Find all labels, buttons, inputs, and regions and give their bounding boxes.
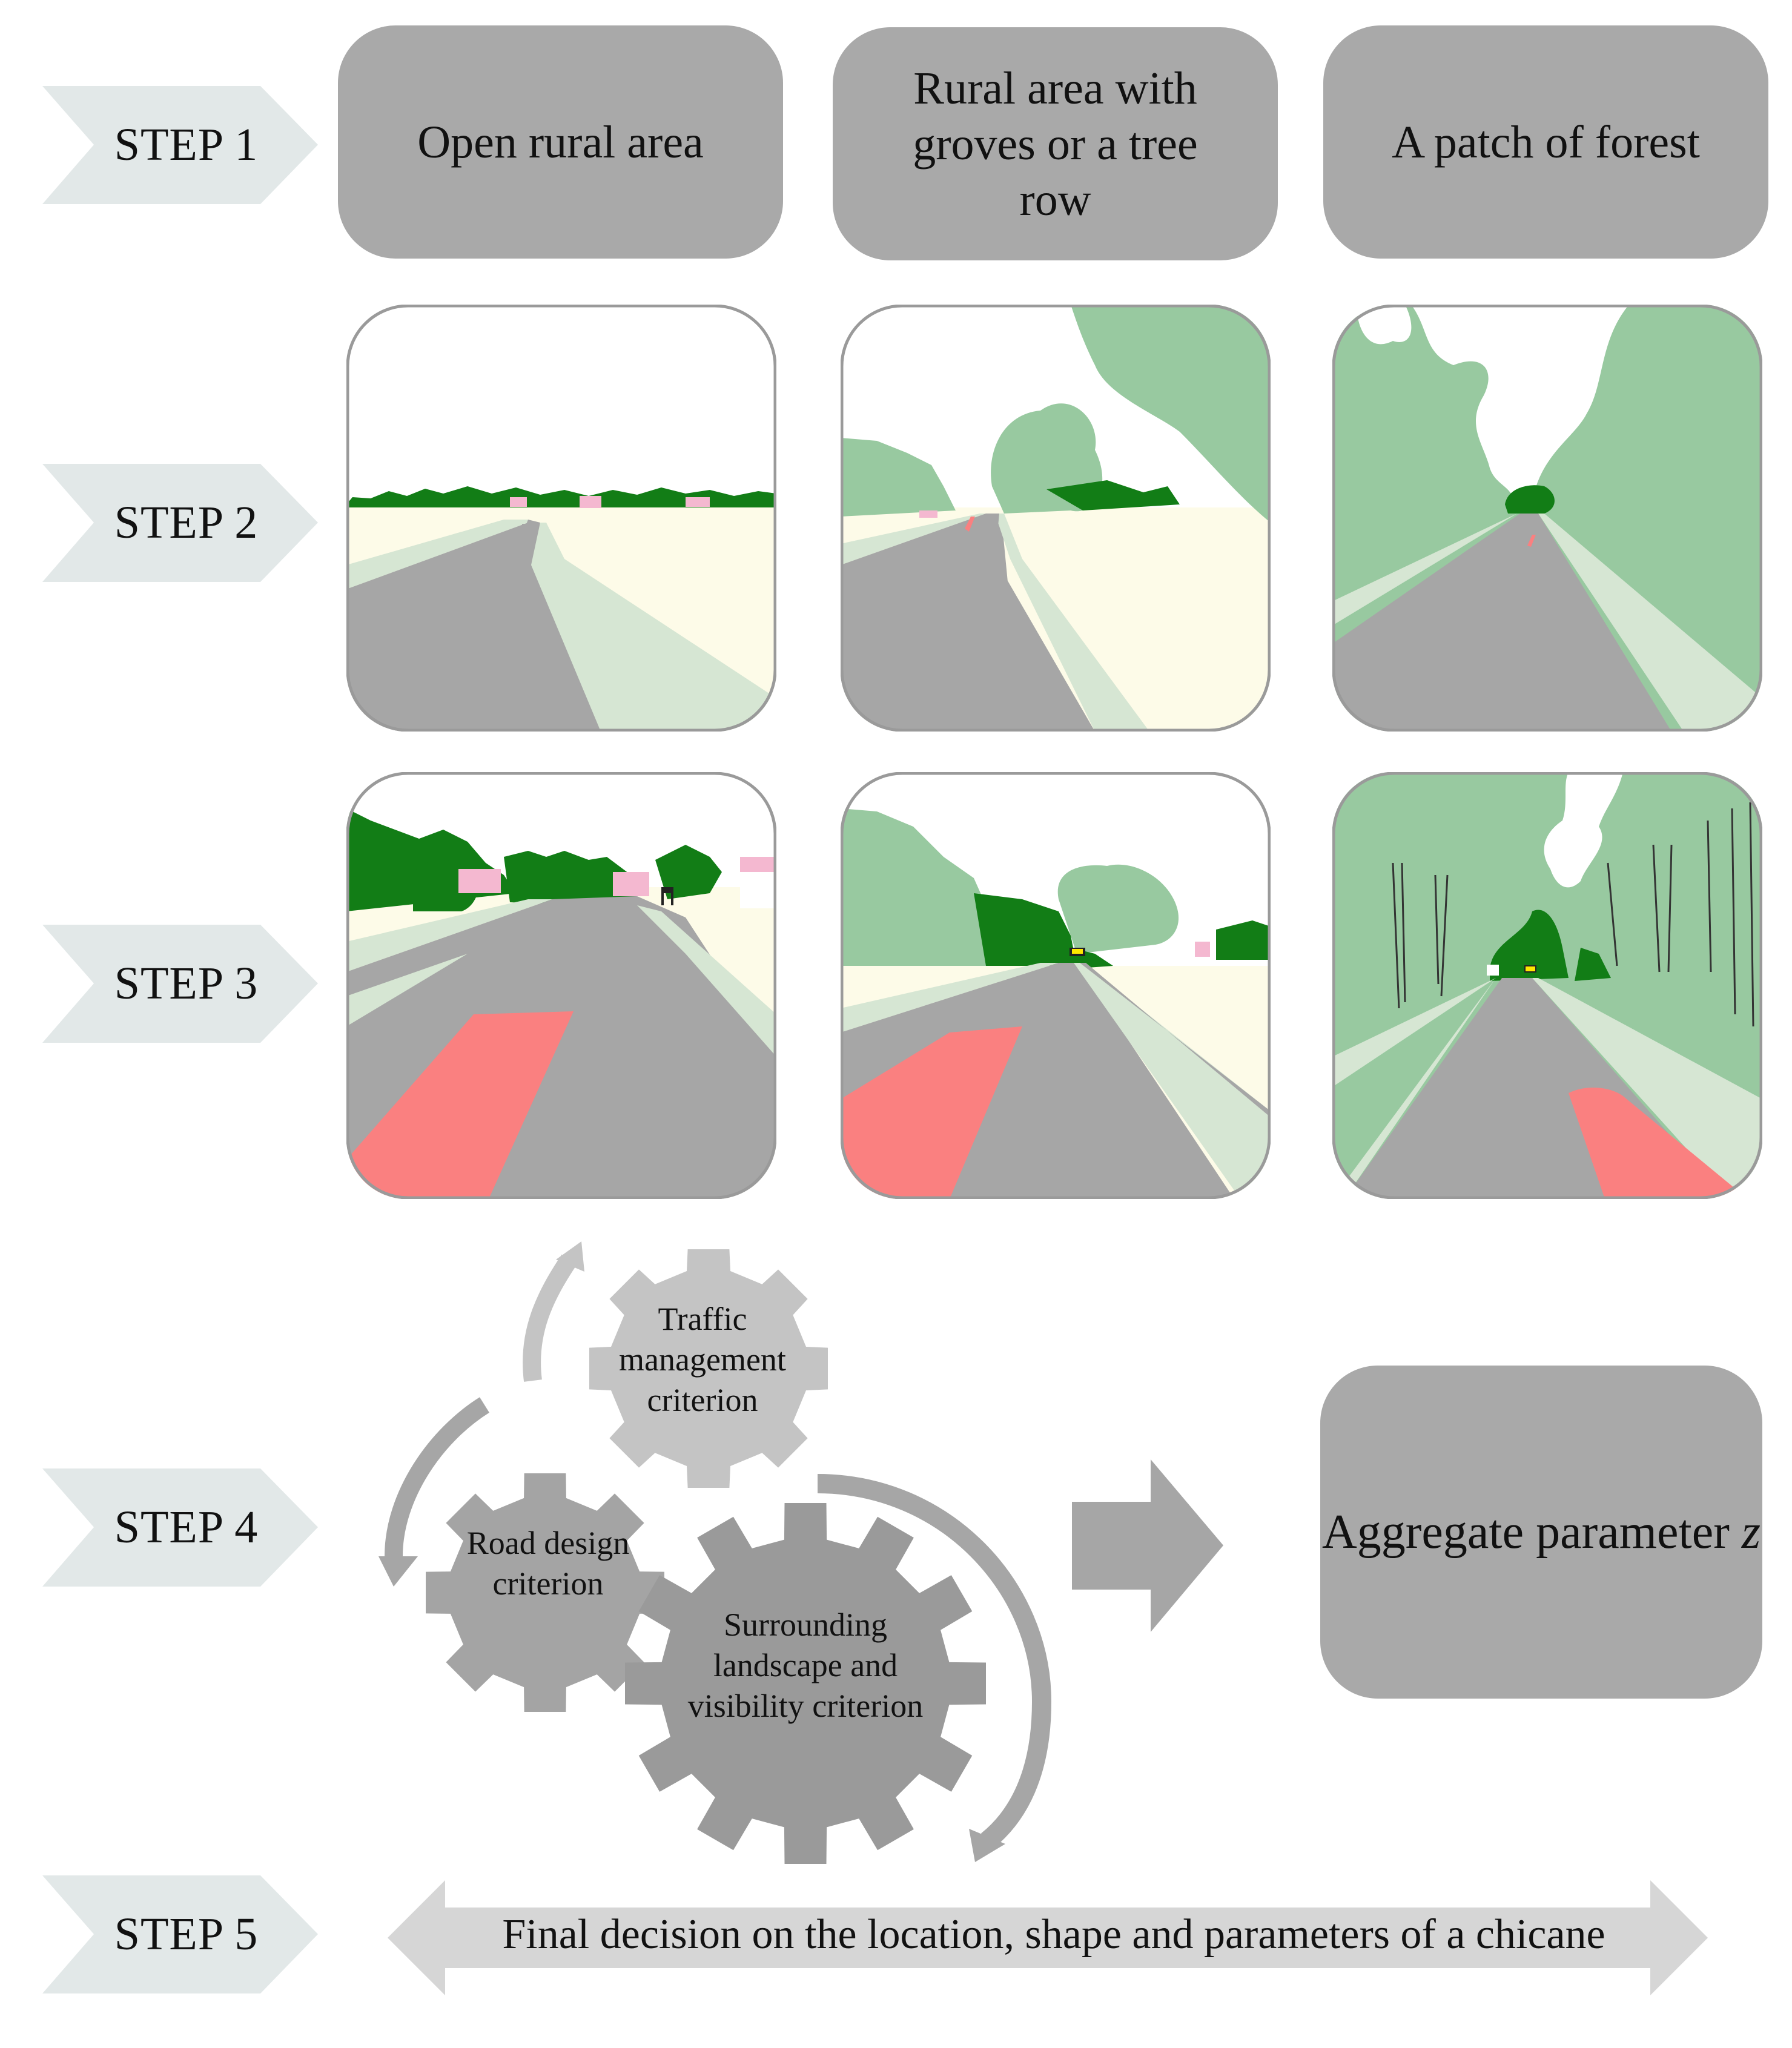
chevron-arrow-shape [42,1468,318,1587]
scene-groves-step2 [840,304,1271,732]
category-forest: A patch of forest [1323,25,1768,259]
road-criterion-label: Road design criterion [466,1525,630,1602]
right-arrow-icon [1072,1459,1223,1632]
category-groves: Rural area with groves or a tree row [833,27,1278,260]
scene-forest-step3 [1332,771,1763,1200]
curved-arrow-up [523,1254,577,1382]
chevron-arrow-shape [42,925,318,1043]
chevron-arrow-shape [42,464,318,582]
aggregate-text: Aggregate parameter [1321,1505,1730,1559]
curved-arrow-left [385,1397,490,1557]
curved-arrow-up-head [556,1241,584,1272]
step-3-label: STEP 3 [114,958,259,1009]
curved-arrow-right-head [969,1829,1005,1862]
chevron-arrow-shape [42,1875,318,1993]
step-2-label: STEP 2 [114,497,259,548]
step-1-label: STEP 1 [114,119,259,170]
step-4-label: STEP 4 [114,1502,259,1553]
scene-forest-step2 [1332,304,1763,732]
gear-road-shape [426,1473,664,1712]
curved-arrow-right [817,1474,1052,1849]
scene-open-rural-step2 [346,304,777,732]
gear-landscape-shape [625,1503,986,1864]
aggregate-symbol: z [1741,1505,1761,1559]
scene-open-rural-step3 [346,771,777,1200]
gears-diagram [379,1241,1052,1864]
landscape-criterion-label: Surrounding landscape and visibility cri… [687,1607,924,1724]
traffic-criterion-label: Traffic management criterion [619,1301,786,1418]
gear-landscape [625,1503,986,1864]
gear-traffic-shape [589,1249,828,1488]
step-5-arrow: STEP 5 [42,1875,318,1993]
category-forest-label: A patch of forest [1392,116,1700,168]
double-arrow-shape [388,1880,1708,1995]
step-4-arrow: STEP 4 [42,1468,318,1587]
step-3-arrow: STEP 3 [42,925,318,1043]
gear-road [426,1473,664,1712]
final-decision-text: Final decision on the location, shape an… [502,1911,1605,1958]
step-1-arrow: STEP 1 [42,86,318,204]
gear-traffic [589,1249,828,1488]
category-open-rural: Open rural area [338,25,783,259]
aggregate-parameter-box: Aggregate parameter z [1320,1366,1762,1699]
step-2-arrow: STEP 2 [42,464,318,582]
curved-arrow-left-head [379,1556,418,1587]
category-groves-label: Rural area with groves or a tree row [913,62,1198,225]
chevron-arrow-shape [42,86,318,204]
scene-groves-step3 [840,771,1271,1200]
category-open-rural-label: Open rural area [417,116,704,168]
step-5-label: STEP 5 [114,1909,259,1960]
